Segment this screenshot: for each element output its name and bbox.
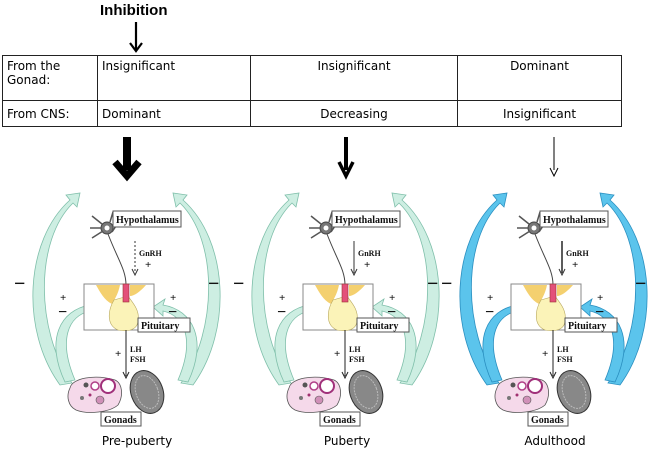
table-row-cns: From CNS: Dominant Decreasing Insignific… [2, 100, 622, 127]
minus-sign-inner-left: − [277, 304, 286, 321]
gnrh-plus-sign: + [572, 259, 578, 271]
inhibition-title: Inhibition [100, 2, 168, 19]
plus-sign-left: + [60, 292, 66, 304]
fsh-label: FSH [130, 355, 146, 364]
panel-puberty: −−+−+−HypothalamusGnRH+Pituitary+LHFSHGo… [233, 192, 440, 427]
portal-vessel [122, 283, 130, 303]
plus-sign-left: + [279, 292, 285, 304]
hypothalamus-label: Hypothalamus [335, 215, 398, 226]
axon [107, 233, 127, 286]
cell-cns-puberty: Decreasing [250, 100, 458, 127]
lh-label: LH [130, 345, 142, 354]
lh-fsh-plus-sign: + [542, 348, 548, 360]
plus-sign-right: + [389, 292, 395, 304]
hypothalamus-label: Hypothalamus [116, 215, 179, 226]
row-header-cns: From CNS: [2, 100, 98, 127]
feedback-arrow-left-outer [251, 192, 300, 386]
minus-sign-inner-left: − [485, 304, 494, 321]
pituitary-gland [108, 295, 139, 331]
lh-fsh-plus-sign: + [334, 348, 340, 360]
feedback-arrow-right-outer [172, 192, 221, 386]
minus-sign-inner-right: − [595, 304, 604, 321]
stage-label-puberty: Puberty [323, 434, 371, 448]
pituitary-gland [535, 295, 566, 331]
feedback-arrow-left-outer [459, 192, 508, 386]
axon [326, 233, 346, 286]
neuron-icon [90, 211, 127, 286]
minus-sign-outer-left: − [441, 273, 452, 295]
stage-label-prepuberty: Pre-puberty [101, 434, 173, 448]
feedback-arrow-right-outer [599, 192, 648, 386]
pituitary-label-box [356, 317, 410, 333]
hypothalamic-tissue [315, 285, 339, 304]
cell-gonad-prepuberty: Insignificant [97, 55, 251, 101]
hypothalamus-label-box [112, 210, 182, 228]
gnrh-label: GnRH [566, 249, 589, 258]
hypothalamic-tissue [96, 285, 120, 304]
pituitary-label-box [137, 317, 191, 333]
testis-icon [556, 370, 592, 414]
minus-sign-inner-right: − [168, 304, 177, 321]
gonads-label: Gonads [323, 415, 356, 426]
minus-sign-outer-left: − [233, 273, 244, 295]
gnrh-label: GnRH [139, 249, 162, 258]
hypothalamus-label-box [539, 210, 609, 228]
minus-sign-inner-left: − [58, 304, 67, 321]
cns-inhibition-arrow-1 [337, 137, 355, 180]
ovary-icon [67, 376, 122, 413]
ovary-icon [286, 376, 341, 413]
testis-icon [348, 370, 384, 414]
cns-inhibition-arrow-2 [549, 137, 559, 178]
minus-sign-inner-right: − [387, 304, 396, 321]
portal-vessel [549, 283, 557, 303]
lh-label: LH [557, 345, 569, 354]
gonads-label: Gonads [104, 415, 137, 426]
pituitary-gland [327, 295, 358, 331]
gnrh-label: GnRH [358, 249, 381, 258]
axon [534, 233, 554, 286]
ovary-icon [494, 376, 549, 413]
cell-cns-adulthood: Insignificant [457, 100, 622, 127]
hypothalamic-tissue [523, 285, 547, 304]
pituitary-label: Pituitary [360, 321, 398, 332]
plus-sign-right: + [597, 292, 603, 304]
minus-sign-outer-right: − [208, 273, 219, 295]
fsh-label: FSH [557, 355, 573, 364]
pituitary-label: Pituitary [141, 321, 179, 332]
feedback-arrow-left-outer [32, 192, 81, 386]
hypothalamus-label: Hypothalamus [543, 215, 606, 226]
cell-gonad-adulthood: Dominant [457, 55, 622, 101]
minus-sign-outer-right: − [427, 273, 438, 295]
cns-inhibition-arrow-0 [112, 137, 142, 182]
lh-fsh-plus-sign: + [115, 348, 121, 360]
panel-adulthood: −−+−+−HypothalamusGnRH+Pituitary+LHFSHGo… [441, 192, 648, 427]
plus-sign-right: + [170, 292, 176, 304]
testis-icon [129, 370, 165, 414]
gonads-label-box [319, 411, 361, 427]
gnrh-plus-sign: + [364, 259, 370, 271]
minus-sign-outer-left: − [14, 273, 25, 295]
pituitary-label: Pituitary [568, 321, 606, 332]
minus-sign-outer-right: − [635, 273, 646, 295]
feedback-arrow-right-outer [391, 192, 440, 386]
gnrh-plus-sign: + [145, 259, 151, 271]
hypothalamus-label-box [331, 210, 401, 228]
stage-label-adulthood: Adulthood [524, 434, 586, 448]
lh-label: LH [349, 345, 361, 354]
plus-sign-left: + [487, 292, 493, 304]
gonads-label-box [100, 411, 142, 427]
pituitary-label-box [564, 317, 618, 333]
fsh-label: FSH [349, 355, 365, 364]
cell-cns-prepuberty: Dominant [97, 100, 251, 127]
panel-pre-puberty: −−+−+−HypothalamusGnRH+Pituitary+LHFSHGo… [14, 192, 221, 427]
gonads-label: Gonads [531, 415, 564, 426]
portal-vessel [341, 283, 349, 303]
gonads-label-box [527, 411, 569, 427]
